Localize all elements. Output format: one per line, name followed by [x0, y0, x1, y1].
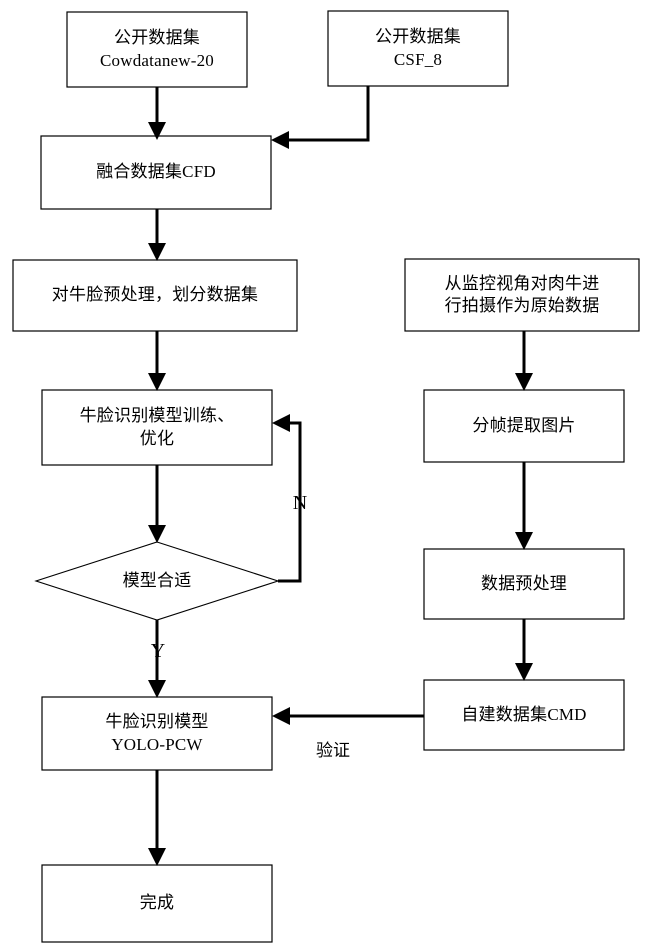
node-shape-cowface-model-yolo-pcw[interactable]: [41, 696, 273, 771]
edge-datapreprocess-to-cmd: [515, 619, 533, 681]
node-text-line: 分帧提取图片: [472, 415, 576, 435]
node-text-line: 模型合适: [122, 570, 192, 590]
node-shape-cowface-preprocess-split[interactable]: [12, 259, 298, 332]
node-label-cowface-model-train-optimize: 牛脸识别模型训练、 优化: [42, 390, 272, 465]
node-text-line: 牛脸识别模型: [105, 712, 209, 732]
edge-label-validate: 验证: [316, 741, 350, 760]
node-label-model-suitable-decision: 模型合适: [36, 542, 278, 620]
node-label-self-built-dataset-cmd: 自建数据集CMD: [424, 680, 624, 750]
node-shape-finish[interactable]: [41, 864, 273, 943]
node-text-line: 公开数据集: [114, 28, 200, 48]
node-text-line: Cowdatanew-20: [99, 50, 214, 70]
node-label-public-dataset-cowdatanew: 公开数据集 Cowdatanew-20: [67, 12, 247, 87]
node-text-line: 优化: [139, 428, 175, 448]
node-shape-cowface-model-train-optimize[interactable]: [41, 389, 273, 466]
node-text-line: 融合数据集CFD: [96, 162, 216, 182]
node-shape-surveillance-capture-raw[interactable]: [404, 258, 640, 332]
node-label-cowface-preprocess-split: 对牛脸预处理，划分数据集: [13, 260, 297, 331]
node-text-line: 公开数据集: [375, 27, 461, 47]
node-label-frame-extract-images: 分帧提取图片: [424, 390, 624, 462]
edge-label-yes-branch: Y: [150, 640, 166, 662]
edge-cowdatanew-to-cfd: [148, 87, 166, 140]
node-shape-public-dataset-csf8[interactable]: [327, 10, 509, 87]
edge-decision-yes-to-yolo: [148, 620, 166, 698]
node-label-finish: 完成: [42, 865, 272, 942]
node-shape-data-preprocess[interactable]: [423, 548, 625, 620]
edge-frames-to-datapreprocess: [515, 462, 533, 550]
node-text-line: YOLO-PCW: [111, 734, 203, 754]
edge-yolo-to-finish: [148, 770, 166, 866]
node-text-line: 数据预处理: [481, 573, 567, 593]
edge-cmd-to-yolo-validate: [272, 707, 424, 725]
node-text-line: CSF_8: [393, 49, 443, 69]
edge-decision-no-to-train: [272, 414, 302, 583]
node-label-data-preprocess: 数据预处理: [424, 549, 624, 619]
node-text-line: 牛脸识别模型训练、: [79, 406, 235, 426]
edge-csf8-to-cfd: [271, 86, 370, 149]
node-text-line: 自建数据集CMD: [461, 704, 587, 724]
node-text-line: 完成: [139, 893, 175, 913]
node-label-surveillance-capture-raw: 从监控视角对肉牛进 行拍摄作为原始数据: [405, 259, 639, 331]
edge-train-to-decision: [148, 465, 166, 543]
node-shape-public-dataset-cowdatanew[interactable]: [66, 11, 248, 88]
edge-preprocess-to-train: [148, 331, 166, 391]
node-label-fused-dataset-cfd: 融合数据集CFD: [41, 136, 271, 209]
edge-capture-to-frames: [515, 331, 533, 391]
node-text-line: 行拍摄作为原始数据: [444, 296, 600, 315]
node-text-line: 从监控视角对肉牛进: [444, 273, 600, 293]
node-text-line: 对牛脸预处理，划分数据集: [51, 285, 259, 305]
node-label-public-dataset-csf8: 公开数据集 CSF_8: [328, 11, 508, 86]
node-label-cowface-model-yolo-pcw: 牛脸识别模型 YOLO-PCW: [42, 697, 272, 770]
edge-label-no-branch: N: [292, 492, 308, 514]
edge-cfd-to-preprocess: [148, 209, 166, 261]
